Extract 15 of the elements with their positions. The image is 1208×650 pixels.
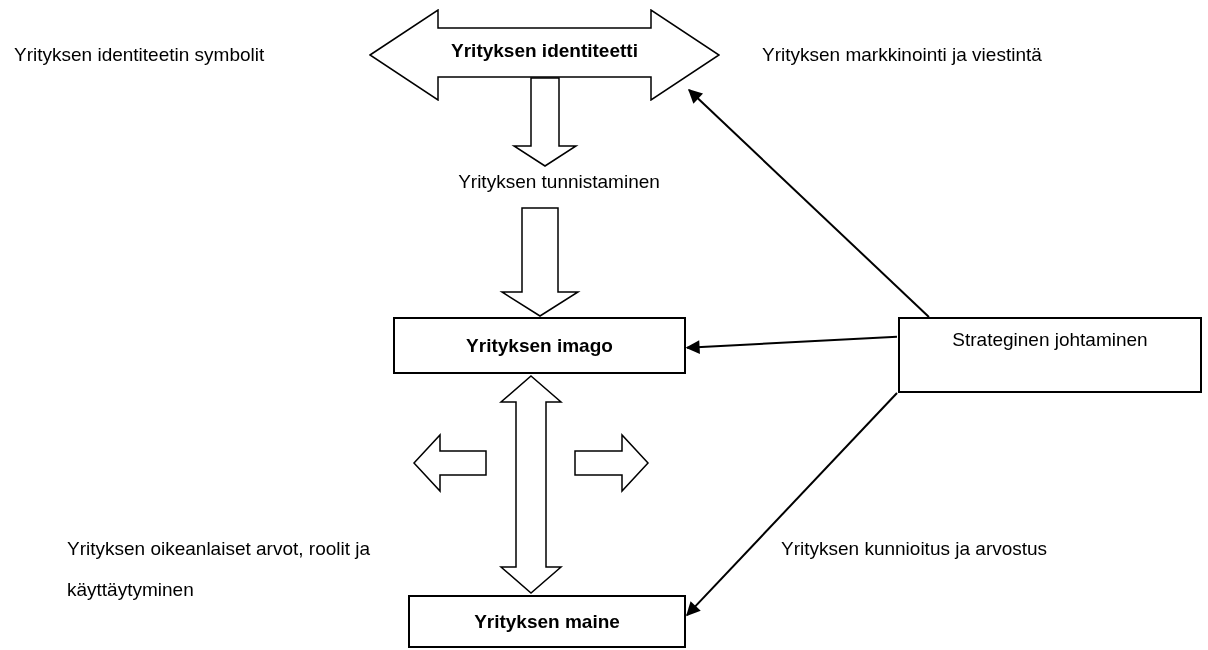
process-box: Yrityksen imago	[393, 317, 686, 374]
arrow	[686, 392, 898, 617]
double-arrow-shape: Yrityksen identiteetti	[369, 9, 720, 101]
text-label: Yrityksen identiteetin symbolit	[14, 43, 266, 67]
text-label: Yrityksen kunnioitus ja arvostus	[781, 537, 1049, 561]
block-arrow	[511, 77, 579, 167]
arrow	[685, 335, 898, 355]
block-arrow	[499, 375, 563, 594]
process-box: Yrityksen maine	[408, 595, 686, 648]
block-arrow	[499, 207, 581, 317]
arrow	[688, 88, 930, 318]
text-label: Yrityksen oikeanlaiset arvot, roolit ja käyttäytyminen	[67, 537, 372, 602]
text-label: Yrityksen markkinointi ja viestintä	[762, 43, 1043, 67]
process-box: Strateginen johtaminen	[898, 317, 1202, 393]
text-label: Yrityksen tunnistaminen	[428, 168, 690, 196]
